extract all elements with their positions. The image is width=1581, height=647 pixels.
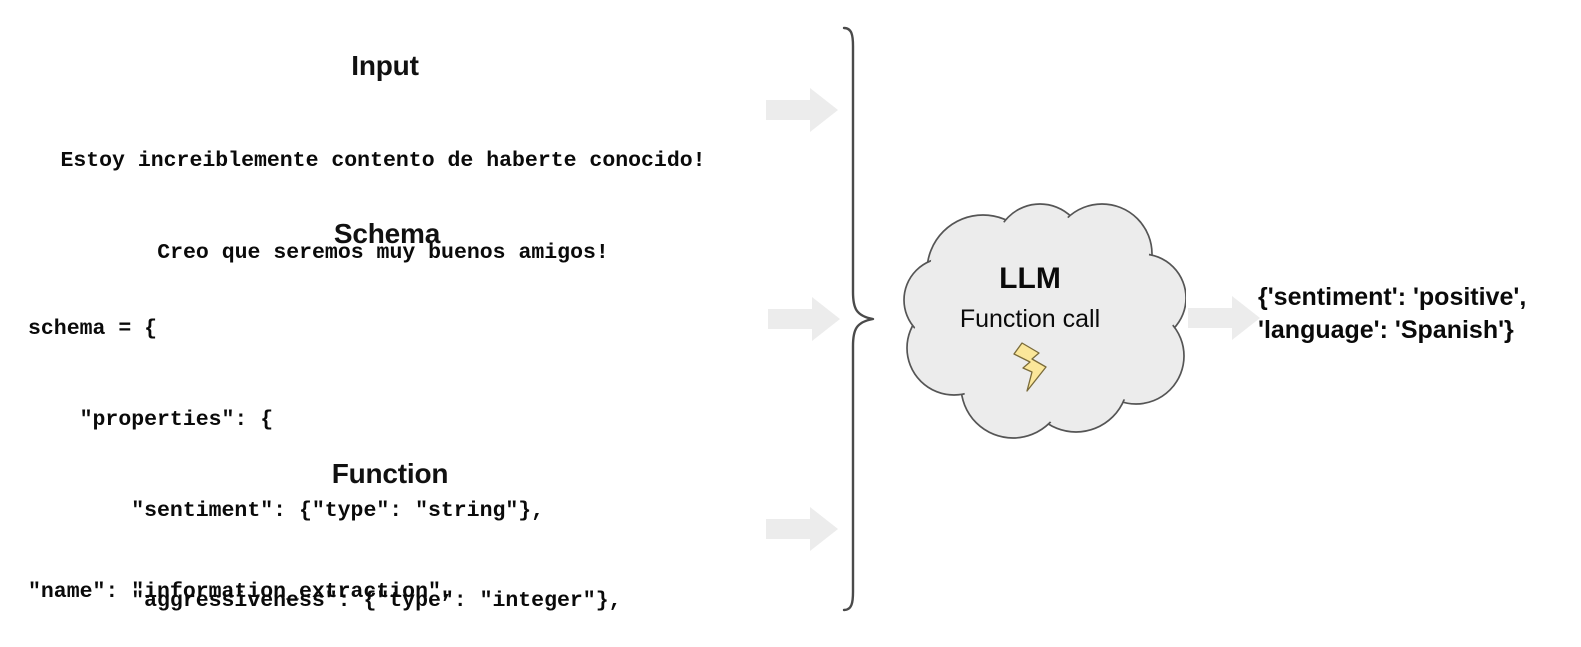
output-text: {'sentiment': 'positive', 'language': 'S…: [1258, 281, 1526, 347]
output-line-2: 'language': 'Spanish'}: [1258, 316, 1514, 344]
input-line-2: Creo que seremos muy buenos amigos!: [157, 240, 609, 265]
schema-line-4: "aggressiveness": {"type": "integer"},: [28, 589, 622, 614]
function-code-block: "name": "information_extraction", "descr…: [28, 493, 751, 647]
output-arrow: [1188, 296, 1260, 340]
function-line-1: "name": "information_extraction",: [28, 579, 454, 604]
schema-line-3: "sentiment": {"type": "string"},: [28, 498, 545, 523]
llm-title: LLM: [999, 262, 1061, 295]
schema-arrow: [768, 297, 840, 341]
schema-line-2: "properties": {: [28, 407, 274, 432]
input-arrow: [766, 88, 838, 132]
input-line-1: Estoy increiblemente contento de haberte…: [60, 149, 706, 174]
function-heading: Function: [331, 458, 449, 489]
output-line-1: {'sentiment': 'positive',: [1258, 283, 1527, 311]
function-arrow: [766, 507, 838, 551]
schema-code-block: schema = { "properties": { "sentiment": …: [28, 253, 622, 647]
lightning-bolt-icon: [1008, 341, 1056, 393]
grouping-brace-icon: [832, 20, 887, 630]
input-heading: Input: [351, 50, 419, 81]
input-text-block: Estoy increiblemente contento de haberte…: [28, 85, 738, 329]
llm-subtitle: Function call: [959, 305, 1101, 333]
schema-heading: Schema: [333, 218, 441, 249]
llm-cloud: [880, 196, 1186, 444]
schema-line-1: schema = {: [28, 316, 158, 341]
